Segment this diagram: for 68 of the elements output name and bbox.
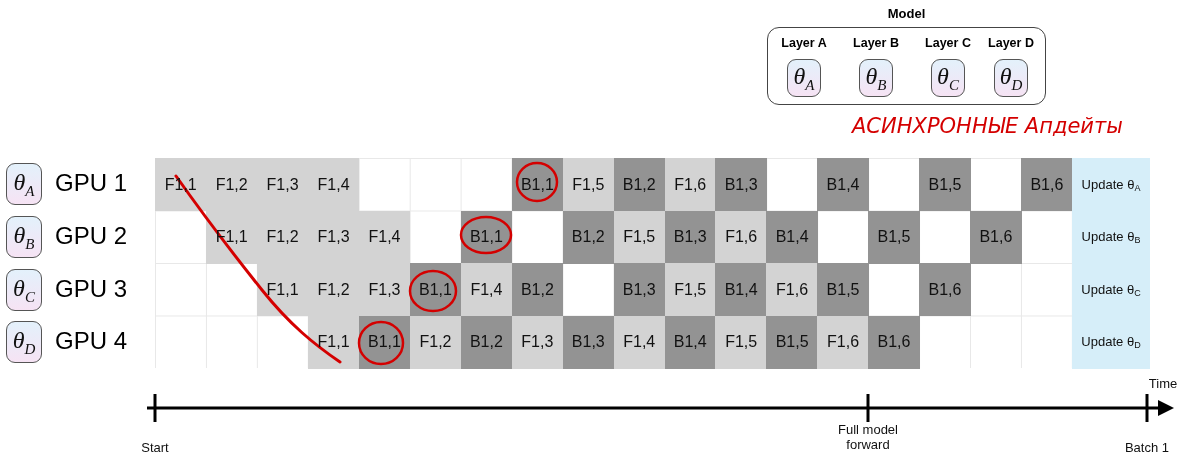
grid-cell: F1,6	[766, 263, 818, 316]
layer-label: Layer B	[852, 36, 900, 50]
grid-cell: F1,3	[511, 315, 564, 369]
grid-cell: F1,5	[664, 263, 716, 316]
grid-cell: F1,1	[256, 263, 309, 316]
grid-cell: B1,2	[613, 158, 665, 211]
grid-cell: B1,4	[817, 158, 869, 211]
grid-cell: F1,5	[562, 158, 615, 211]
parameter-box: θ$_{B}$	[6, 216, 42, 258]
update-cell: Update θ$_{B}$	[1072, 210, 1150, 264]
grid-cell: F1,5	[715, 315, 767, 369]
grid-cell: F1,5	[613, 210, 665, 264]
grid-cell: B1,3	[613, 263, 665, 316]
grid-cell: B1,3	[562, 315, 615, 369]
grid-cell: F1,1	[307, 315, 360, 369]
grid-cell: F1,2	[307, 263, 360, 316]
grid-cell: F1,2	[205, 158, 258, 211]
gpu-label: GPU 3	[55, 275, 128, 303]
parameter-box: θ$_{C}$	[931, 59, 965, 97]
grid-cell: F1,4	[307, 158, 360, 211]
parameter-box: θ$_{D}$	[994, 59, 1028, 97]
grid-cell: F1,4	[358, 210, 411, 264]
grid-cell: B1,4	[664, 315, 716, 369]
update-cell: Update θ$_{C}$	[1072, 263, 1150, 316]
gpu-label: GPU 4	[55, 327, 128, 355]
layer-label: Layer D	[987, 36, 1035, 50]
grid-cell: F1,2	[409, 315, 462, 369]
parameter-box: θ$_{C}$	[6, 269, 42, 311]
grid-cell: B1,6	[1021, 158, 1073, 211]
axis-label: Time	[1147, 376, 1179, 391]
grid-cell: F1,3	[307, 210, 360, 264]
parameter-box: θ$_{D}$	[6, 321, 42, 363]
update-cell: Update θ$_{A}$	[1072, 158, 1150, 211]
grid-cell: F1,6	[817, 315, 869, 369]
grid-cell: B1,2	[460, 315, 513, 369]
update-cell: Update θ$_{D}$	[1072, 315, 1150, 369]
grid-cell: B1,3	[715, 158, 767, 211]
grid-cell: F1,6	[664, 158, 716, 211]
grid-cell: F1,3	[358, 263, 411, 316]
parameter-box: θ$_{A}$	[787, 59, 821, 97]
grid-cell: B1,4	[766, 210, 818, 264]
grid-cell: B1,6	[970, 210, 1022, 264]
grid-cell: B1,3	[664, 210, 716, 264]
layer-label: Layer A	[780, 36, 828, 50]
grid-cell: B1,4	[715, 263, 767, 316]
grid-cell: B1,2	[511, 263, 564, 316]
axis-label: Full model forward	[837, 422, 899, 452]
axis-label: Batch 1	[1123, 440, 1171, 455]
layer-label: Layer C	[924, 36, 972, 50]
gpu-label: GPU 2	[55, 222, 128, 250]
grid-cell: F1,2	[256, 210, 309, 264]
axis-label: Start	[140, 440, 170, 455]
grid-cell: B1,6	[868, 315, 920, 369]
grid-cell: F1,4	[613, 315, 665, 369]
grid-cell: F1,6	[715, 210, 767, 264]
panel-title: Model	[886, 6, 927, 21]
grid-cell: B1,5	[919, 158, 971, 211]
gpu-label: GPU 1	[55, 169, 128, 197]
grid-cell: F1,4	[460, 263, 513, 316]
grid-cell: B1,5	[766, 315, 818, 369]
grid-cell: B1,6	[919, 263, 971, 316]
handwritten-note: АСИНХРОННЫЕ Апдейты	[852, 114, 1123, 138]
parameter-box: θ$_{A}$	[6, 163, 42, 205]
grid-cell: F1,3	[256, 158, 309, 211]
grid-cell: B1,2	[562, 210, 615, 264]
parameter-box: θ$_{B}$	[859, 59, 893, 97]
grid-cell: B1,5	[868, 210, 920, 264]
grid-cell: B1,5	[817, 263, 869, 316]
